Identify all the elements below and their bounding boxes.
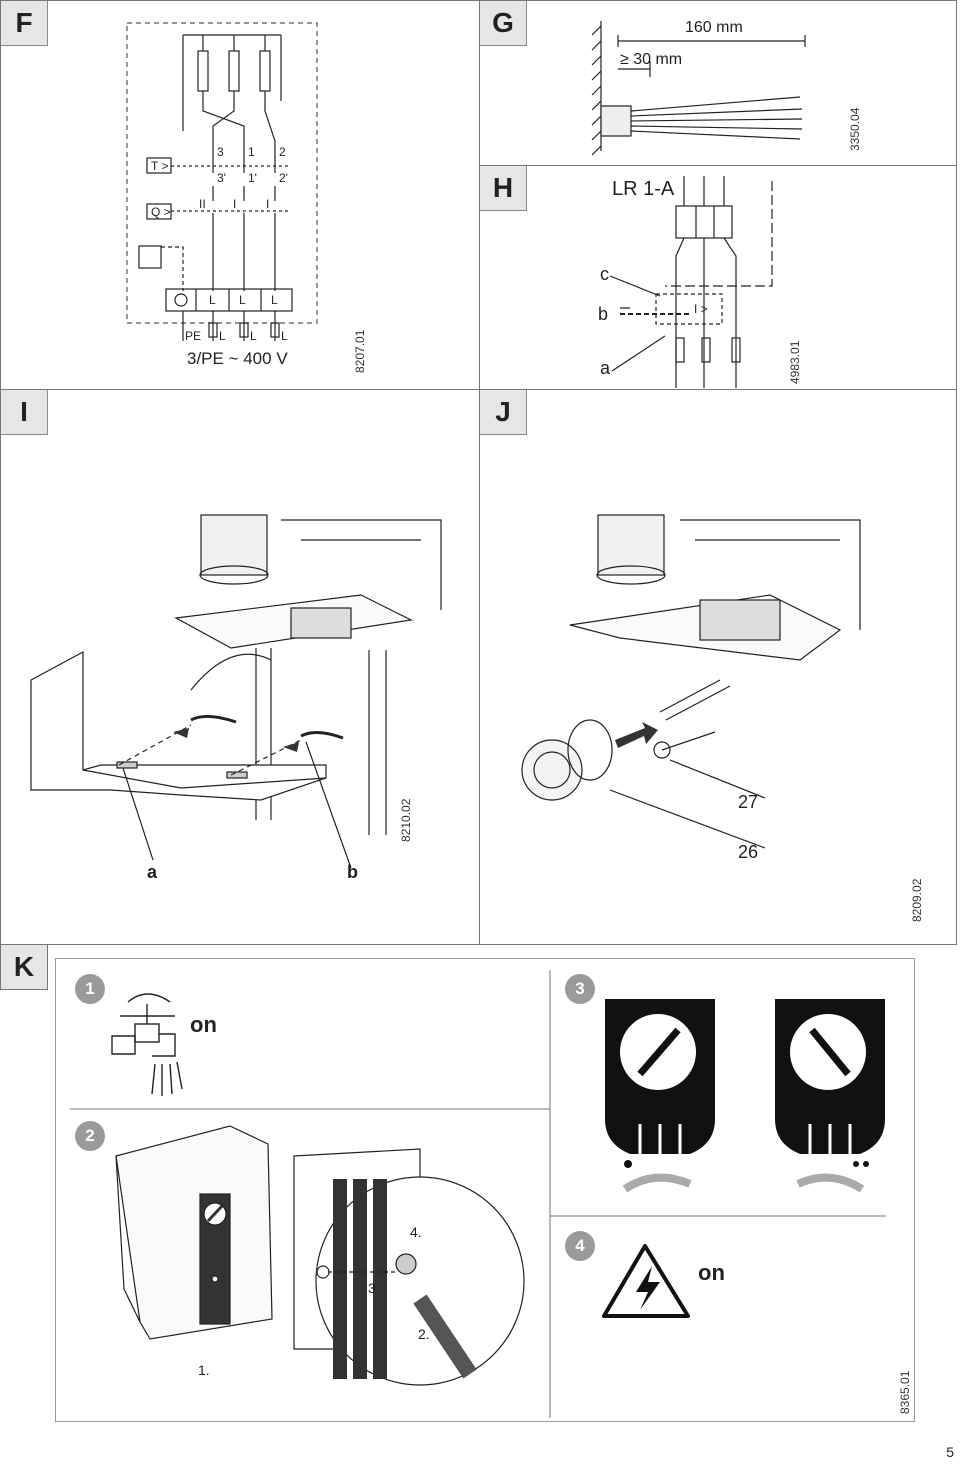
- panel-h: H LR 1-A c b a I > 4983.01: [479, 165, 957, 390]
- num-3: 3: [217, 145, 224, 159]
- label-a: a: [147, 862, 158, 882]
- figure-code: 8365.01: [898, 1370, 912, 1414]
- panel-letter: G: [480, 1, 527, 46]
- figure-code: 8207.01: [353, 329, 367, 373]
- figure-code: 3350.04: [848, 107, 862, 151]
- roman-i-2: I: [266, 197, 270, 211]
- panel-letter: J: [480, 390, 527, 435]
- panel-j: J 27 26 8209.02: [479, 389, 957, 945]
- num-2: 2: [279, 145, 286, 159]
- num-1p: 1': [248, 171, 257, 185]
- cable-strip-diagram: [591, 21, 806, 156]
- substep-1: 1.: [198, 1362, 210, 1378]
- step-1-badge: 1: [75, 974, 105, 1004]
- relay-title: LR 1-A: [612, 178, 675, 200]
- panel-f: F: [0, 0, 480, 390]
- knob-installation-illustration: [521, 514, 861, 849]
- term-l3: L: [271, 293, 278, 307]
- part-27: 27: [738, 792, 759, 812]
- label-a: a: [600, 358, 611, 378]
- bottom-l1: L: [219, 329, 226, 343]
- substep-3: 3.: [368, 1280, 380, 1296]
- num-1: 1: [248, 145, 255, 159]
- panel-letter: K: [0, 944, 48, 990]
- panel-letter: H: [480, 166, 527, 211]
- bottom-pe: PE: [185, 329, 202, 343]
- figure-code: 8209.02: [910, 878, 924, 922]
- roman-ii: II: [199, 197, 206, 211]
- dim-outer: 160 mm: [685, 19, 743, 36]
- term-l2: L: [239, 293, 246, 307]
- figure-code: 4983.01: [788, 340, 802, 384]
- load-shed-relay-diagram: [609, 176, 773, 388]
- step-4-badge: 4: [565, 1231, 595, 1261]
- bottom-l3: L: [281, 329, 288, 343]
- num-3p: 3': [217, 171, 226, 185]
- panel-g: G 160 mm ≥ 30 mm 3350.04: [479, 0, 957, 166]
- panel-i: I a b 8210.02: [0, 389, 480, 945]
- bottom-l2: L: [250, 329, 257, 343]
- q-label: Q >: [151, 205, 171, 219]
- substep-2: 2.: [418, 1326, 430, 1342]
- panel-letter: F: [1, 1, 48, 46]
- k-dividers: [70, 970, 886, 1418]
- step-3-badge: 3: [565, 974, 595, 1004]
- panel-letter: I: [1, 390, 48, 435]
- relay-symbol: I >: [694, 302, 708, 316]
- page-number: 5: [946, 1444, 954, 1460]
- label-b: b: [598, 304, 609, 324]
- on-label-4: on: [698, 1260, 725, 1285]
- label-b: b: [347, 862, 358, 882]
- num-2p: 2': [279, 171, 288, 185]
- on-label-1: on: [190, 1012, 217, 1037]
- substep-4: 4.: [410, 1224, 422, 1240]
- figure-code: 8210.02: [399, 798, 413, 842]
- wiring-diagram-f: [126, 22, 318, 341]
- panel-k: K: [0, 944, 957, 1444]
- roman-i-1: I: [233, 197, 237, 211]
- bracket-mounting-illustration: [30, 514, 442, 869]
- k-frame: [55, 958, 915, 1422]
- step-2-badge: 2: [75, 1121, 105, 1151]
- label-c: c: [600, 264, 609, 284]
- t-label: T >: [151, 159, 169, 173]
- part-26: 26: [738, 842, 759, 862]
- term-l1: L: [209, 293, 216, 307]
- dim-inner: ≥ 30 mm: [620, 51, 683, 68]
- supply-label: 3/PE ~ 400 V: [187, 349, 288, 368]
